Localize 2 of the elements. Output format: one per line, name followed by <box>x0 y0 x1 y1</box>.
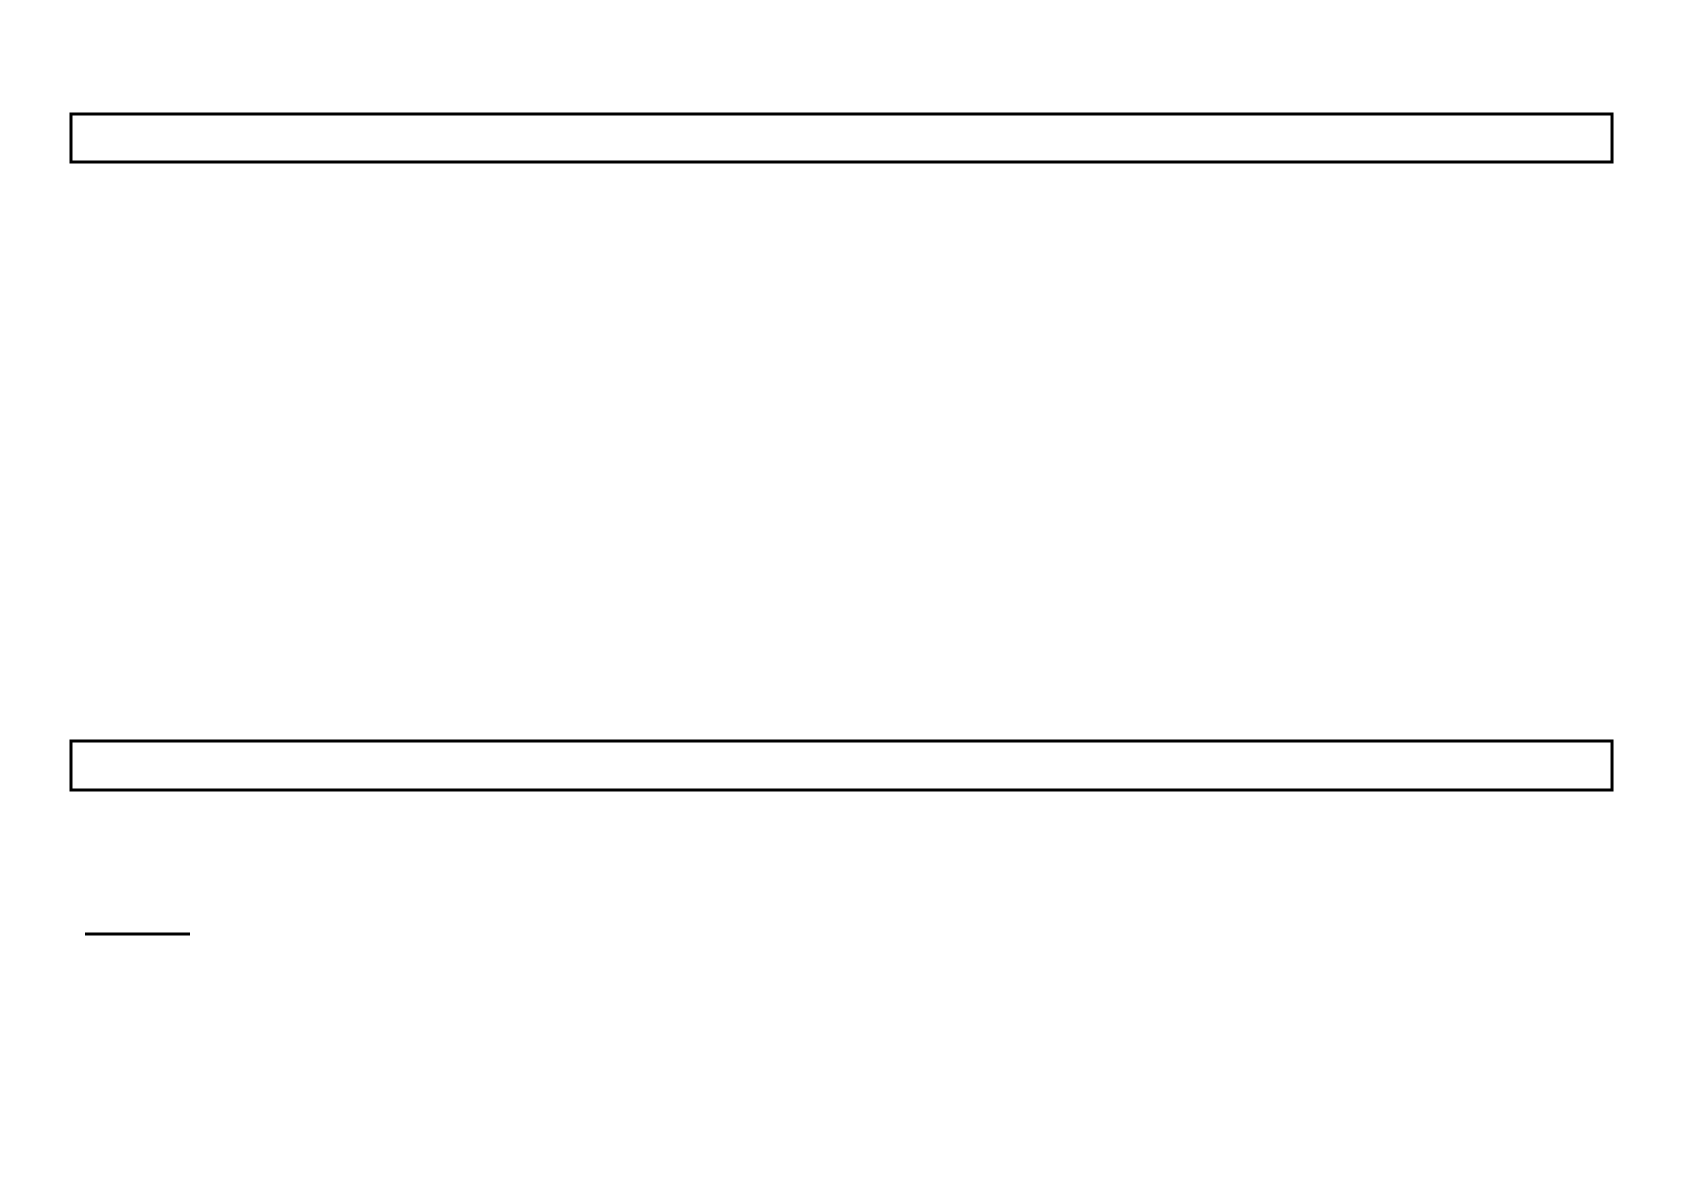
frame-box <box>69 739 1614 792</box>
frame-box <box>69 112 1614 164</box>
